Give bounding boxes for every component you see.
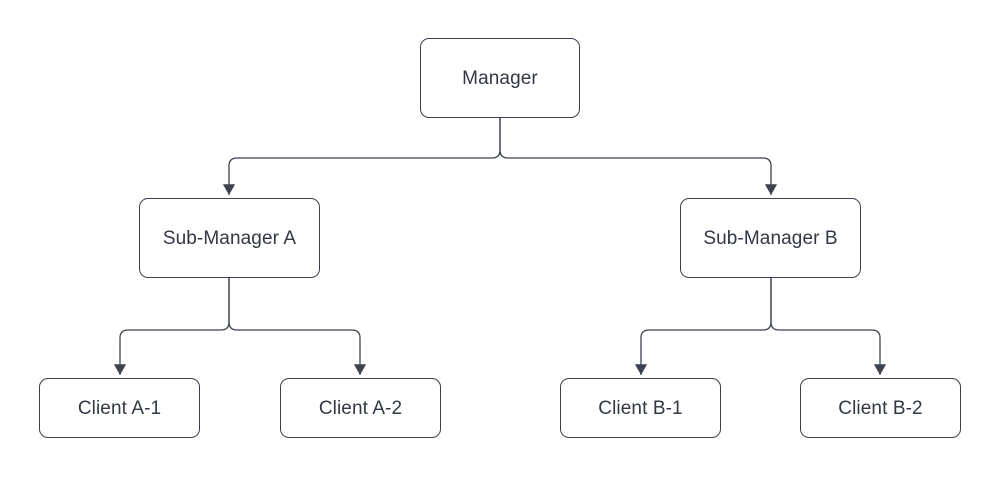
edge-sub-b-to-client-b1 <box>634 278 772 376</box>
node-sub-manager-a[interactable]: Sub-Manager A <box>139 198 320 278</box>
node-client-a1-label: Client A-1 <box>77 397 162 419</box>
node-client-a2-label: Client A-2 <box>318 397 403 419</box>
node-sub-manager-a-label: Sub-Manager A <box>162 227 297 249</box>
edge-sub-a-to-client-a1 <box>113 278 230 376</box>
node-client-b1-label: Client B-1 <box>598 397 683 419</box>
node-client-b1[interactable]: Client B-1 <box>560 378 721 438</box>
node-client-a2[interactable]: Client A-2 <box>280 378 441 438</box>
edge-sub-b-to-client-b2 <box>770 278 887 376</box>
node-sub-manager-b-label: Sub-Manager B <box>703 227 838 249</box>
edge-manager-to-sub-a <box>222 118 501 196</box>
edge-manager-to-sub-b <box>499 118 778 196</box>
node-client-b2[interactable]: Client B-2 <box>800 378 961 438</box>
node-manager-label: Manager <box>462 67 538 89</box>
node-client-b2-label: Client B-2 <box>838 397 923 419</box>
node-client-a1[interactable]: Client A-1 <box>39 378 200 438</box>
node-sub-manager-b[interactable]: Sub-Manager B <box>680 198 861 278</box>
node-manager[interactable]: Manager <box>420 38 580 118</box>
edge-sub-a-to-client-a2 <box>228 278 367 376</box>
